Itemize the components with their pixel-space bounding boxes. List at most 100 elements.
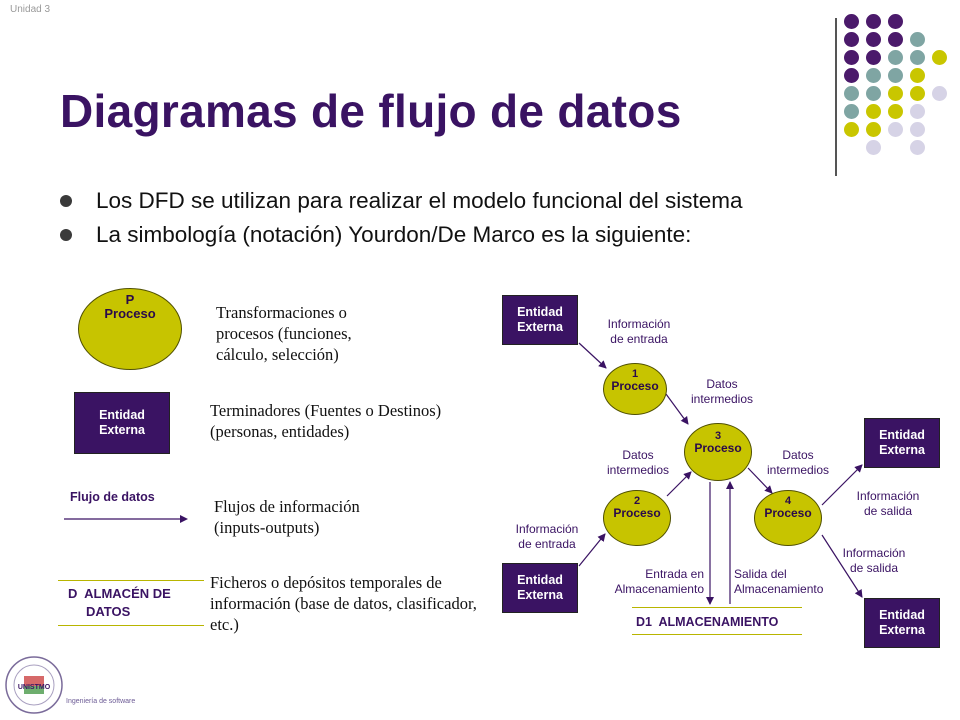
entity-label: Entidad bbox=[879, 608, 925, 622]
dot bbox=[866, 140, 881, 155]
dot bbox=[866, 104, 881, 119]
dot bbox=[866, 122, 881, 137]
label-line: Información bbox=[856, 489, 920, 503]
flow-entity-to-p1 bbox=[578, 342, 607, 369]
label-datos-intermedios-1: Datos intermedios bbox=[680, 377, 764, 407]
legend-flow-label: Flujo de datos bbox=[70, 490, 155, 504]
flow-p4-to-entity-top bbox=[821, 464, 863, 506]
flow-p4-to-entity-bottom bbox=[821, 534, 863, 598]
process-name: Proceso bbox=[764, 506, 812, 520]
dot bbox=[866, 14, 881, 29]
entity-bottom-left: Entidad Externa bbox=[502, 563, 578, 613]
label-line: Almacenamiento bbox=[614, 582, 704, 596]
process-number: 2 bbox=[633, 495, 641, 507]
dot bbox=[888, 86, 903, 101]
bullet-list: Los DFD se utilizan para realizar el mod… bbox=[60, 184, 743, 252]
dot bbox=[910, 32, 925, 47]
entity-label: Externa bbox=[517, 320, 563, 334]
entity-label: Entidad bbox=[517, 573, 563, 587]
dot bbox=[866, 50, 881, 65]
process-1: 1 Proceso bbox=[603, 363, 667, 415]
logo-text: UNISTMO bbox=[17, 684, 51, 691]
entity-label: Externa bbox=[879, 623, 925, 637]
dot bbox=[932, 50, 947, 65]
legend-process-description: Transformaciones o procesos (funciones, … bbox=[216, 303, 352, 364]
dot bbox=[888, 50, 903, 65]
legend-store-top-line bbox=[58, 580, 204, 582]
label-entrada-almacenamiento: Entrada en Almacenamiento bbox=[590, 567, 704, 597]
legend-flow-arrow bbox=[64, 515, 188, 523]
university-logo bbox=[5, 656, 63, 714]
store-label: D1 ALMACENAMIENTO bbox=[636, 615, 779, 629]
label-line: de entrada bbox=[518, 537, 576, 551]
legend-process-circle: P Proceso bbox=[78, 288, 182, 370]
label-line: intermedios bbox=[690, 392, 754, 406]
label-line: de salida bbox=[849, 561, 899, 575]
entity-top-left: Entidad Externa bbox=[502, 295, 578, 345]
legend-entity-box: Entidad Externa bbox=[74, 392, 170, 454]
entity-label: Entidad bbox=[879, 428, 925, 442]
legend-entity-line2: Externa bbox=[99, 423, 145, 437]
label-line: de salida bbox=[863, 504, 913, 518]
dot bbox=[844, 50, 859, 65]
legend-entity-description: Terminadores (Fuentes o Destinos) (perso… bbox=[210, 401, 442, 441]
label-line: Datos bbox=[706, 377, 738, 391]
flow-p1-to-p3 bbox=[665, 393, 689, 425]
dot bbox=[866, 32, 881, 47]
course-name: Ingeniería de software bbox=[66, 698, 136, 705]
label-info-salida-2: Información de salida bbox=[830, 546, 918, 576]
label-line: Salida del bbox=[734, 567, 787, 581]
dot bbox=[844, 122, 859, 137]
label-line: Información bbox=[515, 522, 579, 536]
process-name: Proceso bbox=[613, 506, 661, 520]
store-bottom-line bbox=[632, 634, 802, 636]
dot bbox=[888, 122, 903, 137]
label-line: intermedios bbox=[606, 463, 670, 477]
slide-title: Diagramas de flujo de datos bbox=[60, 85, 682, 137]
store-top-line bbox=[632, 607, 802, 609]
dot bbox=[932, 86, 947, 101]
entity-label: Externa bbox=[879, 443, 925, 457]
dot bbox=[910, 50, 925, 65]
flow-p3-to-p4 bbox=[747, 467, 773, 494]
entity-top-right: Entidad Externa bbox=[864, 418, 940, 468]
bullet-item: Los DFD se utilizan para realizar el mod… bbox=[60, 184, 743, 218]
dot bbox=[910, 104, 925, 119]
dot bbox=[910, 68, 925, 83]
label-line: intermedios bbox=[766, 463, 830, 477]
dot bbox=[844, 32, 859, 47]
dot bbox=[888, 32, 903, 47]
label-line: Entrada en bbox=[645, 567, 704, 581]
process-number: 4 bbox=[784, 495, 792, 507]
label-salida-almacenamiento: Salida del Almacenamiento bbox=[734, 567, 848, 597]
entity-bottom-right: Entidad Externa bbox=[864, 598, 940, 648]
dot bbox=[844, 104, 859, 119]
entity-label: Entidad bbox=[517, 305, 563, 319]
label-line: Datos bbox=[622, 448, 654, 462]
label-line: Almacenamiento bbox=[734, 582, 824, 596]
label-line: de entrada bbox=[610, 332, 668, 346]
unit-label: Unidad 3 bbox=[10, 4, 51, 15]
legend-flow-description: Flujos de información (inputs-outputs) bbox=[214, 497, 360, 537]
dot bbox=[888, 68, 903, 83]
legend-process-id: P bbox=[125, 292, 135, 307]
label-datos-intermedios-3: Datos intermedios bbox=[756, 448, 840, 478]
label-info-entrada-bottom: Información de entrada bbox=[504, 522, 590, 552]
label-info-entrada-top: Información de entrada bbox=[596, 317, 682, 347]
process-name: Proceso bbox=[611, 379, 659, 393]
dot bbox=[844, 68, 859, 83]
label-line: Información bbox=[607, 317, 671, 331]
legend-store-description: Ficheros o depósitos temporales de infor… bbox=[210, 573, 477, 634]
label-line: Información bbox=[842, 546, 906, 560]
entity-label: Externa bbox=[517, 588, 563, 602]
dot bbox=[888, 14, 903, 29]
legend-store-bottom-line bbox=[58, 625, 204, 627]
process-number: 1 bbox=[631, 368, 639, 380]
flow-entity-to-p2 bbox=[578, 533, 606, 567]
dot bbox=[844, 86, 859, 101]
label-line: Datos bbox=[782, 448, 814, 462]
dot bbox=[888, 104, 903, 119]
process-name: Proceso bbox=[694, 441, 742, 455]
legend-store-line1: D ALMACÉN DE bbox=[68, 586, 171, 601]
